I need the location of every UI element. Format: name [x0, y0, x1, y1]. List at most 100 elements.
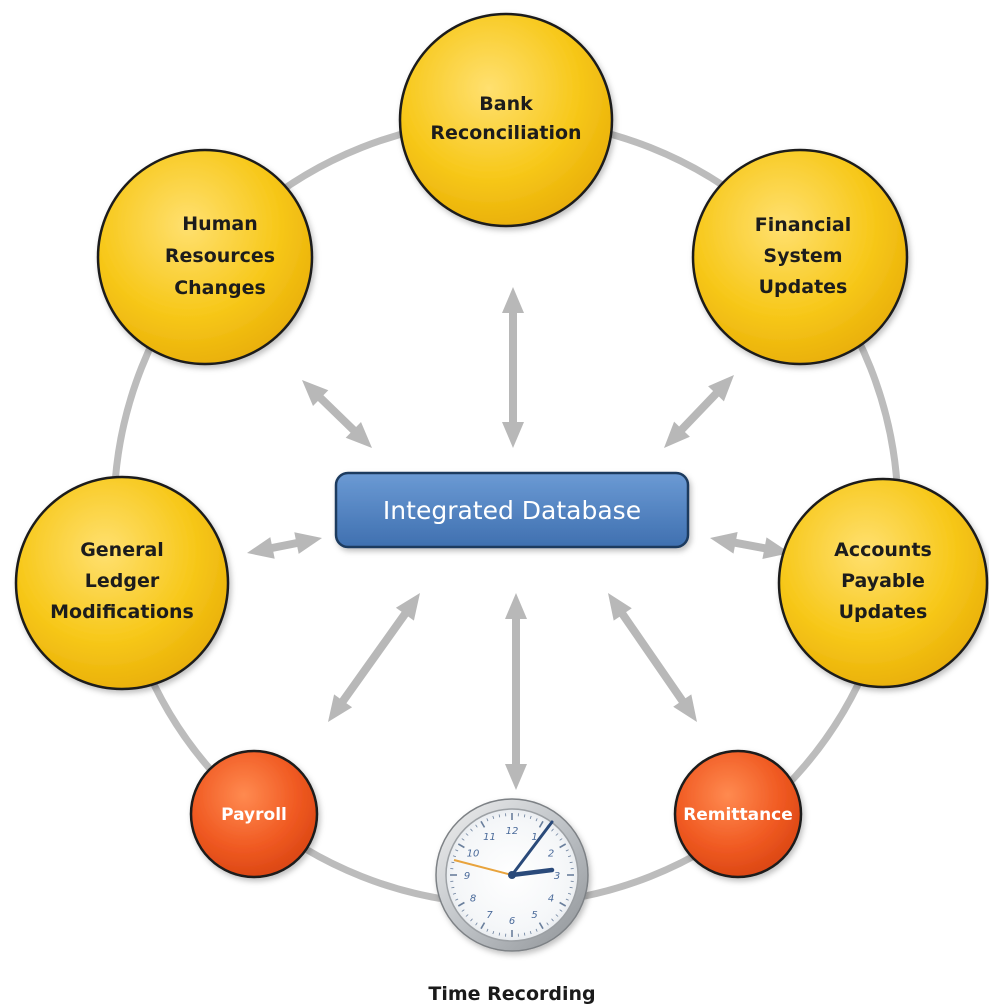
clock-tick [470, 828, 473, 832]
clock-tick [475, 922, 478, 926]
node-payroll[interactable]: Payroll [189, 749, 319, 879]
clock-minute-hand [510, 820, 554, 877]
clock-number: 12 [506, 826, 519, 837]
node-label-line: Remittance [683, 805, 793, 825]
clock-number: 8 [470, 894, 476, 905]
clock-tick [470, 918, 473, 922]
clock-number: 11 [483, 832, 496, 843]
node-label-line: Updates [759, 276, 848, 298]
node-general-ledger-modifications[interactable]: General Ledger Modifications [14, 475, 230, 691]
double-arrow-icon [505, 593, 527, 790]
clock-tick [529, 930, 532, 935]
clock-tick [498, 932, 501, 936]
clock-number: 9 [464, 871, 470, 882]
clock-tick [498, 814, 501, 818]
clock-number: 6 [509, 916, 515, 927]
clock-number: 5 [531, 910, 537, 921]
clock-tick [457, 901, 465, 907]
node-label-line: General [80, 539, 164, 561]
node-label-line: Financial [755, 214, 851, 236]
clock-tick [559, 838, 563, 841]
clock-tick [551, 918, 554, 922]
clock-tick [480, 820, 486, 828]
clock-tick [461, 838, 465, 841]
node-label-line: Changes [174, 277, 266, 299]
clock-tick [452, 892, 457, 895]
node-label-line: Accounts [834, 539, 932, 561]
clock-tick [486, 818, 489, 822]
clock-tick [555, 914, 559, 917]
clock-tick [451, 861, 455, 864]
clock-tick [523, 814, 526, 818]
clock-number: 7 [486, 910, 493, 921]
connector-arrows [247, 287, 790, 790]
clock-tick [565, 898, 569, 901]
clock-number: 3 [554, 871, 560, 882]
time-recording-label: Time Recording [428, 983, 595, 1005]
clock-number: 2 [548, 849, 554, 860]
double-arrow-icon [664, 375, 734, 448]
double-arrow-icon [710, 532, 790, 559]
clock-tick [486, 928, 489, 932]
clock-tick [555, 833, 559, 836]
clock-tick [523, 932, 526, 936]
clock-tick [569, 886, 573, 889]
clock-tick [559, 909, 563, 912]
double-arrow-icon [502, 287, 524, 448]
node-label-line: Ledger [85, 570, 160, 592]
double-arrow-icon [247, 532, 322, 559]
clock-tick [559, 843, 567, 849]
clock-tick [565, 849, 569, 852]
node-remittance[interactable]: Remittance [673, 749, 803, 879]
clock-tick [538, 922, 544, 930]
hub-label: Integrated Database [383, 496, 641, 525]
clock-ticks [450, 813, 574, 937]
clock-tick [567, 855, 572, 858]
clock-tick [461, 909, 465, 912]
clock-tick [452, 855, 457, 858]
node-label-line: Updates [839, 601, 928, 623]
node-label-line: Bank [479, 93, 533, 115]
clock-tick [535, 818, 538, 822]
clock-tick [465, 914, 469, 917]
clock-tick [559, 901, 567, 907]
clock-second-hand [453, 859, 513, 876]
double-arrow-icon [302, 380, 372, 448]
node-bank-reconciliation[interactable]: Bank Reconciliation [398, 12, 614, 228]
node-accounts-payable-updates[interactable]: Accounts Payable Updates [777, 477, 989, 689]
clock-tick [567, 892, 572, 895]
double-arrow-icon [328, 593, 420, 722]
double-arrow-icon [608, 593, 697, 722]
clock-tick [475, 824, 478, 828]
node-human-resources-changes[interactable]: Human Resources Changes [96, 148, 314, 366]
node-label-line: Resources [165, 245, 275, 267]
clock-tick [529, 815, 532, 820]
clock-number: 4 [548, 894, 554, 905]
clock-tick [455, 849, 459, 852]
clock-tick [480, 922, 486, 930]
clock-tick [451, 886, 455, 889]
node-label-line: Reconciliation [430, 122, 581, 144]
clock-tick [546, 922, 549, 926]
node-financial-system-updates[interactable]: Financial System Updates [691, 148, 909, 366]
node-label-line: Human [182, 213, 258, 235]
clock-tick [492, 930, 495, 935]
clock-tick [455, 898, 459, 901]
node-label-line: Modifications [50, 601, 194, 623]
clock-hour-hand [509, 867, 555, 878]
node-label-line: Payable [841, 570, 925, 592]
clock-tick [492, 815, 495, 820]
node-label-line: System [763, 245, 842, 267]
clock-tick [569, 861, 573, 864]
clock-tick [457, 843, 465, 849]
clock-tick [538, 820, 544, 828]
clock-tick [551, 828, 554, 832]
clock-number: 10 [467, 849, 480, 860]
node-label-line: Payroll [221, 805, 287, 825]
clock-tick [465, 833, 469, 836]
clock-tick [535, 928, 538, 932]
integrated-database-hub[interactable]: Integrated Database [334, 471, 690, 549]
